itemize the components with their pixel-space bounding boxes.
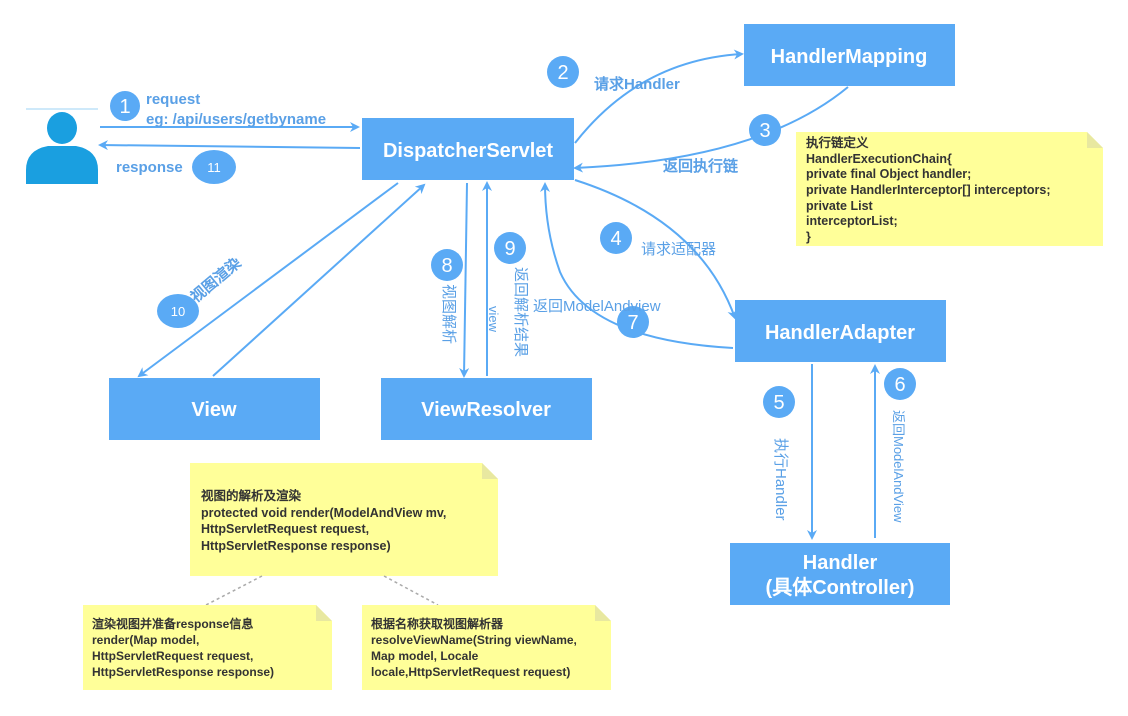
svg-text:HandlerAdapter: HandlerAdapter — [765, 322, 915, 344]
arrow-response — [98, 140, 361, 151]
svg-text:Map model, Locale: Map model, Locale — [371, 649, 479, 663]
svg-text:HttpServletRequest request,: HttpServletRequest request, — [201, 522, 369, 536]
svg-text:根据名称获取视图解析器: 根据名称获取视图解析器 — [371, 616, 504, 631]
svg-text:private final Object handler;: private final Object handler; — [806, 167, 971, 181]
svg-text:3: 3 — [759, 120, 770, 142]
label-return-view: view — [486, 306, 501, 333]
svg-text:HttpServletResponse response): HttpServletResponse response) — [92, 665, 274, 679]
svg-text:执行链定义: 执行链定义 — [806, 135, 869, 150]
svg-text:resolveViewName(String viewNam: resolveViewName(String viewName, — [371, 633, 577, 647]
connector-arrows — [98, 49, 880, 540]
svg-text:(具体Controller): (具体Controller) — [766, 575, 915, 599]
label-view-render: 视图渲染 — [187, 253, 245, 306]
arrow-view-resolve — [459, 182, 470, 378]
note-connectors — [205, 575, 439, 606]
step-10: 10 — [157, 294, 199, 328]
label-return-mav-vertical: 返回ModelAndView — [891, 410, 906, 523]
svg-text:ViewResolver: ViewResolver — [421, 399, 551, 421]
svg-text:}: } — [806, 230, 811, 244]
note-execution-chain: 执行链定义 HandlerExecutionChain{ private fin… — [796, 132, 1103, 246]
svg-text:9: 9 — [504, 238, 515, 260]
svg-text:10: 10 — [171, 304, 185, 319]
box-handler: Handler (具体Controller) — [730, 543, 950, 605]
svg-text:渲染视图并准备response信息: 渲染视图并准备response信息 — [92, 616, 253, 631]
label-request: request — [146, 91, 200, 108]
svg-text:HandlerMapping: HandlerMapping — [771, 46, 928, 68]
svg-text:interceptorList;: interceptorList; — [806, 214, 898, 228]
svg-text:HttpServletRequest request,: HttpServletRequest request, — [92, 649, 253, 663]
arrow-return-mav — [540, 182, 734, 349]
svg-text:11: 11 — [207, 160, 221, 175]
label-exec-handler: 执行Handler — [772, 438, 789, 521]
label-response: response — [116, 159, 183, 176]
svg-text:5: 5 — [773, 392, 784, 414]
svg-text:7: 7 — [627, 312, 638, 334]
label-view-resolve: 视图解析 — [440, 284, 457, 344]
box-handler-mapping: HandlerMapping — [744, 24, 955, 86]
svg-text:locale,HttpServletRequest requ: locale,HttpServletRequest request) — [371, 665, 570, 679]
svg-text:6: 6 — [894, 374, 905, 396]
label-request-handler: 请求Handler — [594, 75, 680, 93]
arrow-return-chain — [573, 86, 849, 173]
svg-text:4: 4 — [610, 228, 621, 250]
svg-text:private HandlerInterceptor[] i: private HandlerInterceptor[] interceptor… — [806, 183, 1051, 197]
svg-text:DispatcherServlet: DispatcherServlet — [383, 140, 553, 162]
label-request-adapter: 请求适配器 — [641, 241, 716, 258]
step-3: 3 — [749, 114, 781, 146]
step-2: 2 — [547, 56, 579, 88]
label-return-chain: 返回执行链 — [663, 157, 739, 175]
svg-text:private List: private List — [806, 199, 874, 213]
svg-text:HttpServletResponse response): HttpServletResponse response) — [201, 539, 391, 553]
step-8: 8 — [431, 249, 463, 281]
svg-text:HandlerExecutionChain{: HandlerExecutionChain{ — [806, 152, 952, 166]
arrow-view-render — [137, 182, 399, 378]
label-return-result: 返回解析结果 — [512, 267, 529, 357]
svg-text:render(Map model,: render(Map model, — [92, 633, 199, 647]
svg-text:8: 8 — [441, 255, 452, 277]
label-request-example: eg: /api/users/getbyname — [146, 111, 326, 128]
step-9: 9 — [494, 232, 526, 264]
arrow-request-handler — [574, 49, 744, 144]
step-11: 11 — [192, 150, 236, 184]
box-handler-adapter: HandlerAdapter — [735, 300, 946, 362]
box-view-resolver: ViewResolver — [381, 378, 592, 440]
step-5: 5 — [763, 386, 795, 418]
svg-text:View: View — [191, 399, 237, 421]
step-1: 1 — [110, 91, 140, 121]
step-6: 6 — [884, 368, 916, 400]
svg-text:2: 2 — [557, 62, 568, 84]
box-view: View — [109, 378, 320, 440]
note-resolve-view: 根据名称获取视图解析器 resolveViewName(String viewN… — [362, 605, 611, 690]
svg-text:视图的解析及渲染: 视图的解析及渲染 — [201, 488, 302, 503]
step-4: 4 — [600, 222, 632, 254]
svg-text:protected void render(ModelAnd: protected void render(ModelAndView mv, — [201, 506, 446, 520]
box-dispatcher-servlet: DispatcherServlet — [362, 118, 574, 180]
arrow-request-adapter — [574, 179, 738, 320]
user-icon — [26, 108, 98, 184]
note-render-prepare: 渲染视图并准备response信息 render(Map model, Http… — [83, 605, 332, 690]
note-view-render: 视图的解析及渲染 protected void render(ModelAndV… — [190, 463, 498, 576]
label-return-mav: 返回ModelAndview — [533, 298, 661, 315]
step-circles: 1 2 3 4 5 6 7 8 9 10 11 — [110, 56, 916, 418]
svg-text:1: 1 — [119, 96, 130, 118]
arrow-view-return — [212, 183, 426, 377]
svg-text:Handler: Handler — [803, 552, 878, 574]
step-7: 7 — [617, 306, 649, 338]
